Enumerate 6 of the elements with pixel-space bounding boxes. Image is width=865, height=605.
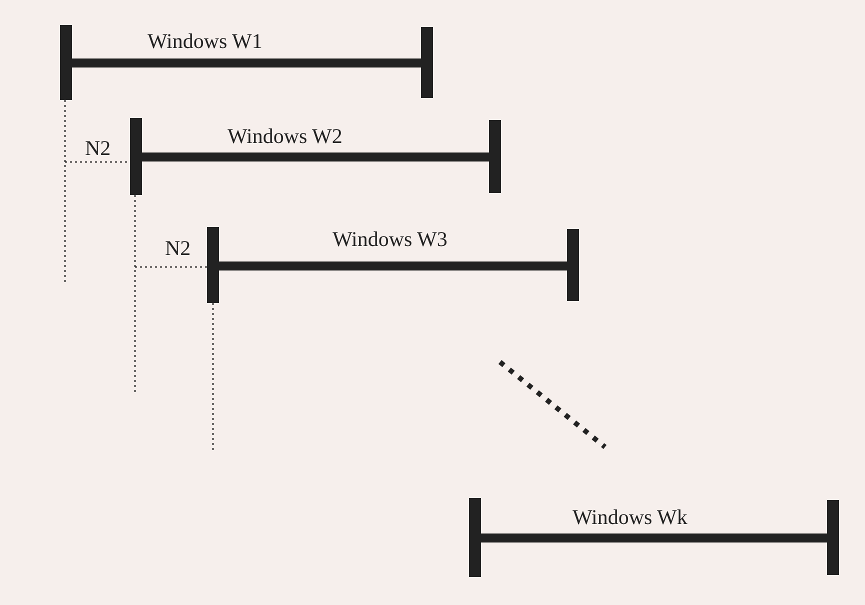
- window-label: Windows W3: [332, 229, 448, 250]
- offset-label: N2: [85, 138, 111, 159]
- window-label: Windows W1: [148, 31, 262, 52]
- window-label: Windows W2: [228, 126, 342, 147]
- window-label: Windows Wk: [572, 507, 688, 528]
- offset-label: N2: [165, 238, 191, 259]
